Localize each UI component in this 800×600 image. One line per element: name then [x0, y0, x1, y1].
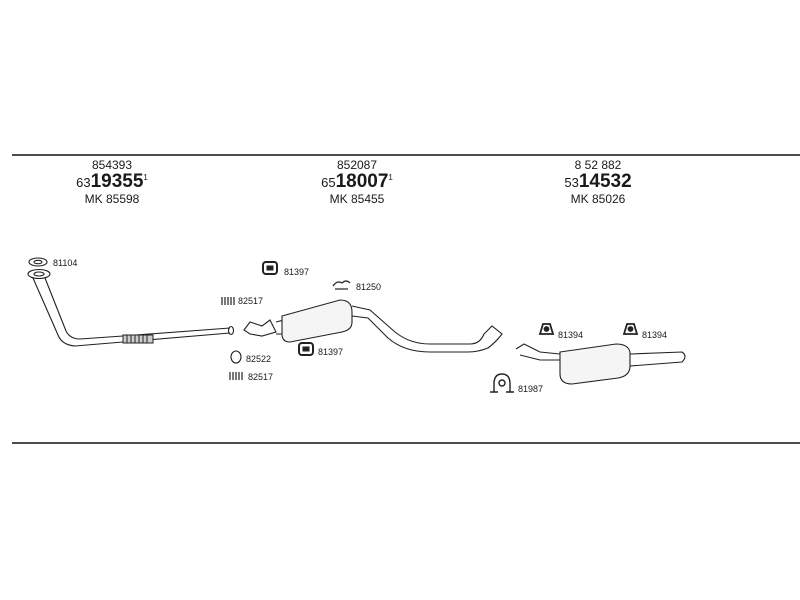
front-pipe-code: 854393 — [91, 158, 133, 172]
callout-81987: 81987 — [518, 384, 543, 394]
rear-silencer — [515, 343, 686, 385]
front-pipe — [27, 268, 235, 347]
callout-81397-top: 81397 — [284, 267, 309, 277]
rear-silencer-mk: MK 85026 — [570, 191, 626, 206]
clamp-82517-bottom — [229, 372, 243, 380]
hanger-81397-bottom — [298, 342, 314, 356]
clamp-81250 — [332, 280, 351, 290]
gasket-82522 — [230, 350, 242, 364]
clamp-82517-top — [221, 297, 235, 305]
middle-silencer — [243, 299, 503, 353]
callout-81104: 81104 — [53, 258, 77, 268]
callout-82522: 82522 — [246, 354, 271, 364]
middle-silencer-mk: MK 85455 — [329, 191, 385, 206]
hanger-81394-right — [622, 323, 639, 335]
callout-82517-bottom: 82517 — [248, 372, 273, 382]
callout-81394-left: 81394 — [558, 330, 583, 340]
hanger-81397-top — [262, 261, 278, 275]
clamp-81987 — [490, 373, 514, 393]
middle-silencer-code: 852087 — [336, 158, 378, 172]
hanger-81394-left — [538, 323, 555, 335]
callout-81397-bottom: 81397 — [318, 347, 343, 357]
callout-81394-right: 81394 — [642, 330, 667, 340]
middle-silencer-part-number: 65180071 — [321, 170, 393, 192]
gasket-81104 — [28, 257, 48, 267]
middle-silencer-header: 852087 65180071 MK 85455 — [297, 159, 417, 205]
callout-82517-top: 82517 — [238, 296, 263, 306]
front-pipe-flex-section — [122, 334, 154, 344]
front-pipe-mk: MK 85598 — [84, 191, 140, 206]
rear-silencer-header: 8 52 882 5314532 MK 85026 — [538, 159, 658, 205]
rear-silencer-part-number: 5314532 — [564, 170, 632, 192]
front-pipe-header: 854393 63193551 MK 85598 — [52, 159, 172, 205]
front-pipe-part-number: 63193551 — [76, 170, 148, 192]
rear-silencer-code: 8 52 882 — [574, 158, 622, 172]
callout-81250: 81250 — [356, 282, 381, 292]
